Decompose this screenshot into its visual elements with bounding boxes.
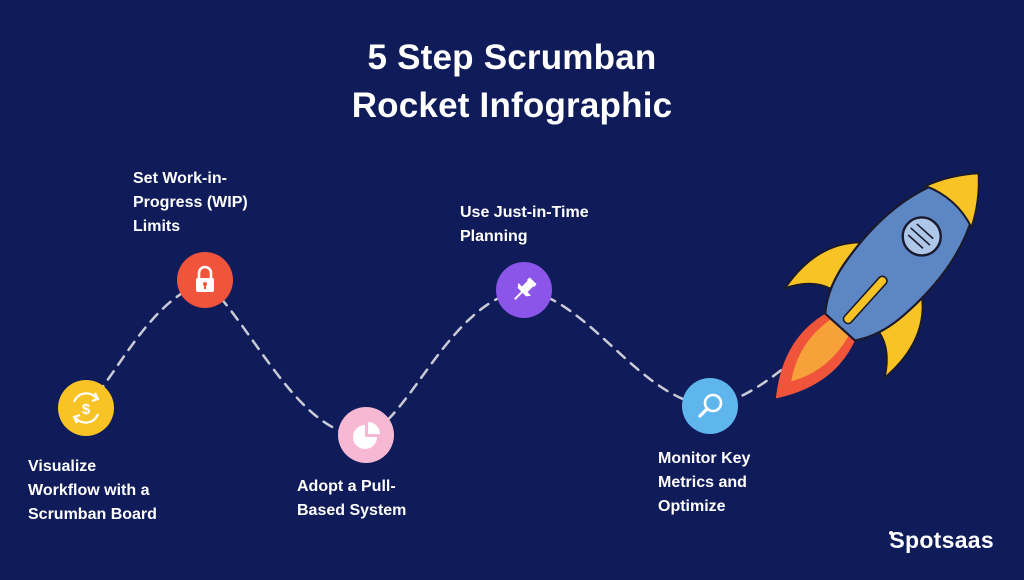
step-4-marker	[496, 262, 552, 318]
rocket-fin-center	[842, 275, 888, 325]
rocket-fin-right	[878, 287, 924, 381]
step-1-label: Visualize Workflow with a Scrumban Board	[28, 458, 157, 523]
rocket-nose	[922, 172, 980, 231]
magnifier-icon	[698, 393, 723, 418]
lock-icon	[196, 265, 214, 292]
rocket-illustration	[775, 172, 980, 399]
rocket-fin-left	[782, 241, 871, 291]
step-1-marker: $	[58, 380, 114, 436]
step-5-marker	[682, 378, 738, 434]
brand-logo: Spotsaas	[889, 527, 994, 553]
rocket-flame-inner	[791, 319, 850, 382]
spotsaas-logo-icon	[889, 531, 893, 535]
pushpin-icon	[514, 277, 537, 300]
step-2-marker	[177, 252, 233, 308]
step-4-label: Use Just-in-Time Planning	[460, 204, 589, 245]
title-line-1: 5 Step Scrumban	[367, 38, 657, 77]
rocket-window	[901, 216, 942, 257]
step-3-marker	[338, 407, 394, 463]
dollar-cycle-icon: $	[72, 392, 100, 424]
pie-chart-icon	[353, 422, 380, 449]
step-5-label: Monitor Key Metrics and Optimize	[658, 450, 751, 515]
step-2-label: Set Work-in- Progress (WIP) Limits	[133, 170, 248, 235]
svg-text:$: $	[82, 401, 91, 418]
title-line-2: Rocket Infographic	[351, 86, 673, 125]
step-3-label: Adopt a Pull- Based System	[297, 478, 407, 519]
page-title: 5 Step Scrumban Rocket Infographic	[0, 34, 1024, 130]
